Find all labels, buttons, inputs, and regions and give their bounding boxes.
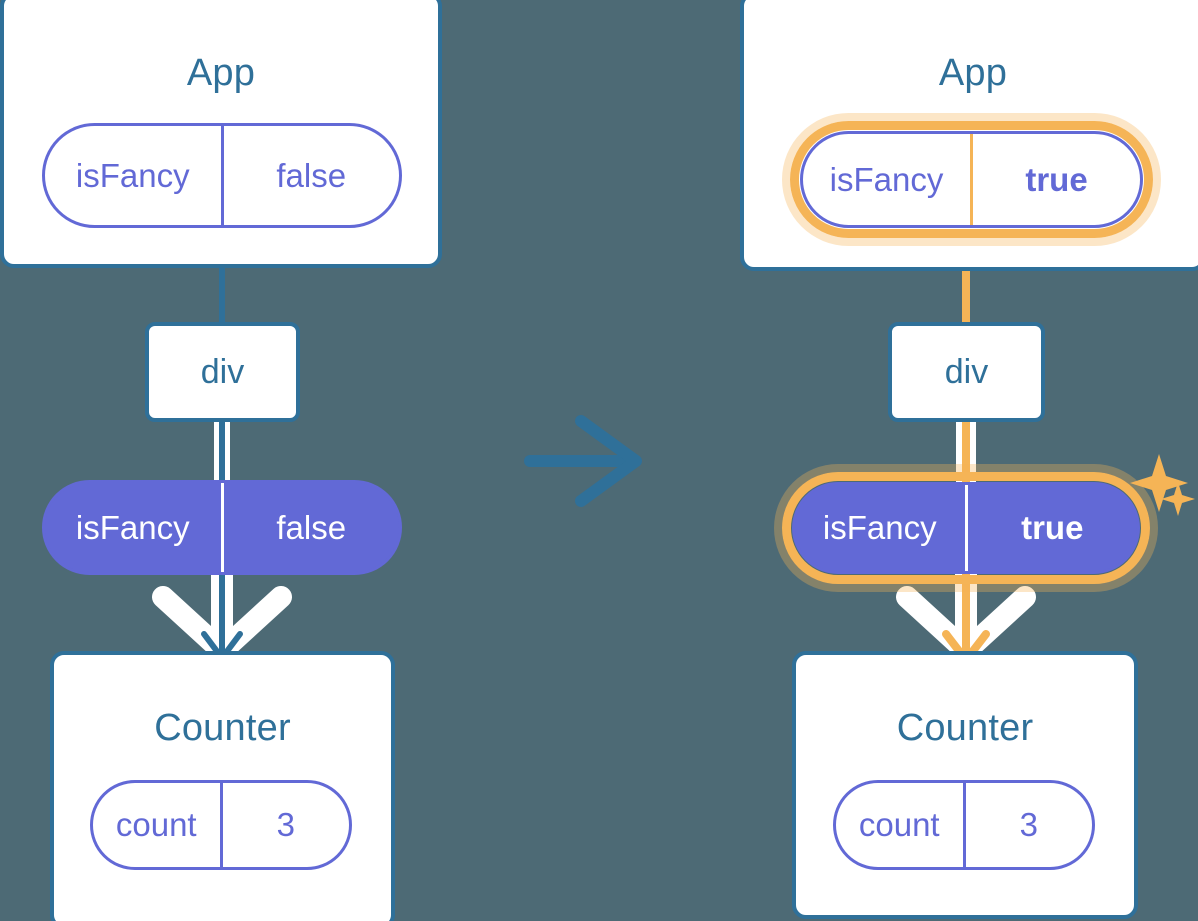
after-counter-title: Counter — [896, 707, 1034, 749]
before-counter-state-pill: count 3 — [90, 780, 352, 870]
left-state-arrow — [201, 560, 243, 661]
sparkle-icon-prop-small — [1161, 482, 1195, 516]
after-counter-state-value: 3 — [962, 783, 1093, 867]
after-counter-state-name: count — [858, 806, 940, 843]
before-counter-state-value: 3 — [219, 783, 350, 867]
before-app-state-name: isFancy — [75, 156, 190, 194]
before-prop-value: false — [220, 483, 400, 572]
before-div-label: div — [200, 352, 245, 391]
after-prop-value: true — [964, 485, 1138, 571]
before-counter-component-box: Counter — [50, 651, 395, 921]
transition-right-arrow-icon — [524, 415, 642, 507]
after-app-state-value: true — [970, 134, 1140, 225]
after-div-label: div — [944, 352, 989, 391]
before-counter-state-name: count — [115, 806, 197, 843]
after-prop-name: isFancy — [822, 509, 937, 546]
after-div-node: div — [888, 322, 1045, 422]
after-prop-pill: isFancy true — [792, 482, 1140, 574]
before-app-state-pill: isFancy false — [42, 123, 402, 228]
before-app-state-value: false — [220, 126, 400, 225]
before-div-node: div — [145, 322, 300, 422]
before-app-title: App — [186, 52, 256, 94]
after-counter-state-pill: count 3 — [833, 780, 1095, 870]
after-app-state-name: isFancy — [829, 160, 944, 198]
after-app-title: App — [938, 52, 1008, 94]
sparkle-icon-prop-large — [1130, 454, 1188, 512]
before-prop-pill: isFancy false — [42, 480, 402, 575]
before-prop-name: isFancy — [75, 508, 190, 546]
right-state-arrow — [942, 560, 990, 664]
after-app-state-pill: isFancy true — [800, 131, 1143, 228]
before-counter-title: Counter — [154, 707, 291, 749]
after-counter-component-box: Counter — [792, 651, 1138, 919]
